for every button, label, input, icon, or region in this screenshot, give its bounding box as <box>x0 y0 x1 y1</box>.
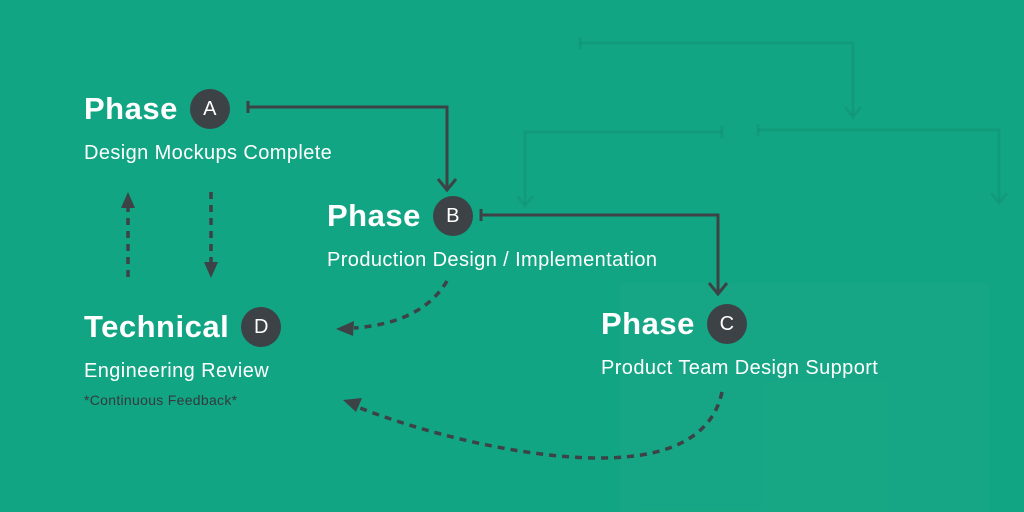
node-phase-a: Phase A Design Mockups Complete <box>84 88 332 165</box>
phase-a-badge-icon: A <box>189 89 230 129</box>
node-phase-c: Phase C Product Team Design Support <box>601 303 878 380</box>
phase-a-heading: Phase A <box>84 88 332 130</box>
node-phase-b: Phase B Production Design / Implementati… <box>327 195 657 272</box>
phase-b-subtitle: Production Design / Implementation <box>327 249 658 271</box>
technical-d-badge-icon: D <box>241 307 282 347</box>
technical-d-subtitle: Engineering Review <box>84 360 270 382</box>
technical-d-note: *Continuous Feedback* <box>84 392 238 408</box>
ghost-arrow-1 <box>578 37 863 120</box>
arrow-phase-a-to-phase-b <box>246 101 458 193</box>
phase-c-badge-icon: C <box>706 304 747 344</box>
arrow-phase-a-to-technical-d <box>204 192 218 278</box>
technical-d-heading: Technical D <box>84 306 282 348</box>
arrow-phase-b-to-phase-c <box>479 209 729 297</box>
phase-a-title: Phase <box>84 91 178 126</box>
ghost-arrow-2 <box>515 126 724 209</box>
technical-d-title: Technical <box>84 309 230 344</box>
arrow-phase-b-to-technical-d <box>336 280 449 336</box>
phase-b-heading: Phase B <box>327 195 657 237</box>
phase-c-title: Phase <box>601 306 695 341</box>
phase-c-subtitle: Product Team Design Support <box>601 357 879 379</box>
arrow-technical-d-to-phase-a <box>121 192 135 277</box>
phase-c-heading: Phase C <box>601 303 878 345</box>
ghost-arrow-3 <box>756 124 1009 206</box>
ghost-shapes <box>515 37 1009 209</box>
arrow-phase-c-to-technical-d <box>343 391 724 460</box>
node-technical-d: Technical D Engineering Review *Continuo… <box>84 306 282 408</box>
phase-b-title: Phase <box>327 198 421 233</box>
phase-b-badge-icon: B <box>432 196 473 236</box>
phase-a-subtitle: Design Mockups Complete <box>84 142 333 164</box>
